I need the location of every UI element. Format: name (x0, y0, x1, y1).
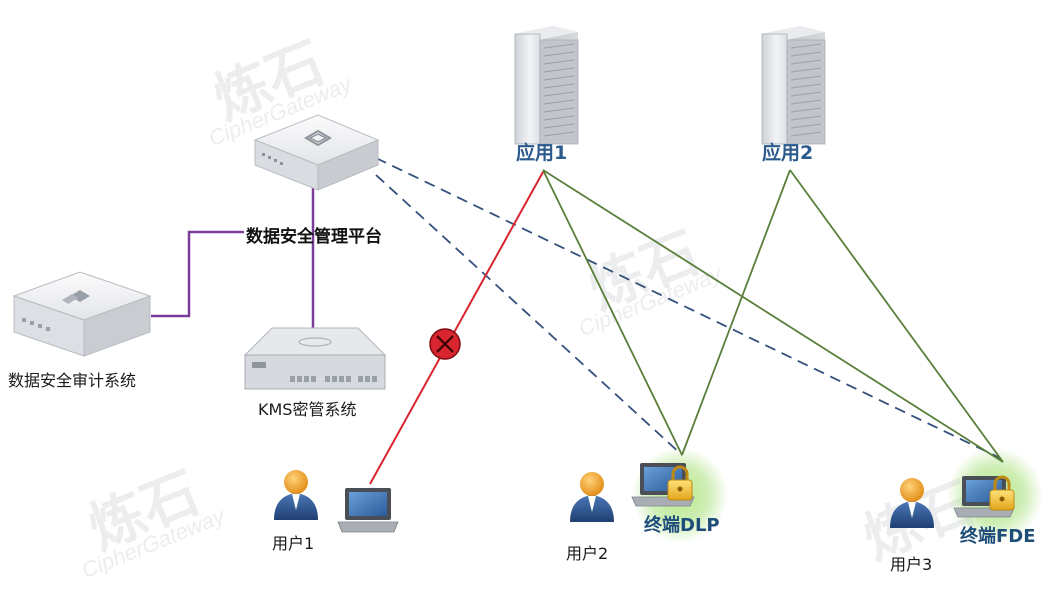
terminal-fde-lock-icon (989, 475, 1015, 511)
terminal-fde-label: 终端FDE (960, 526, 1036, 547)
platform-to-dlp-link (375, 174, 683, 456)
user2-person-icon (570, 472, 614, 522)
user1-laptop-icon (337, 488, 399, 533)
app2-label: 应用2 (762, 142, 814, 164)
connection-lines (151, 157, 1004, 485)
blocked-marker-icon (429, 328, 461, 360)
user1-label: 用户1 (272, 534, 315, 553)
terminal-dlp-label: 终端DLP (644, 515, 720, 536)
app1-to-fde-link (542, 169, 1004, 463)
app2-to-dlp-link (681, 169, 791, 456)
audit-system-label: 数据安全审计系统 (8, 371, 137, 390)
app1-server-icon (514, 26, 579, 145)
kms-system-label: KMS密管系统 (258, 400, 357, 419)
app1-label: 应用1 (516, 142, 568, 164)
kms-appliance-icon (243, 327, 387, 390)
management-platform-appliance-icon (253, 114, 380, 191)
user3-label: 用户3 (890, 555, 933, 574)
management-platform-label: 数据安全管理平台 (246, 227, 382, 247)
app2-server-icon (761, 26, 826, 145)
app1-to-dlp-link (542, 169, 683, 456)
user2-label: 用户2 (566, 544, 609, 563)
audit-system-appliance-icon (12, 271, 152, 357)
terminal-dlp-lock-icon (667, 465, 693, 501)
platform-to-fde-link (375, 157, 1001, 459)
app1-to-user1-blocked-link (369, 171, 544, 485)
user1-person-icon (274, 470, 318, 520)
app2-to-fde-link (789, 169, 1004, 463)
user3-person-icon (890, 478, 934, 528)
audit-to-platform-link (151, 230, 244, 318)
